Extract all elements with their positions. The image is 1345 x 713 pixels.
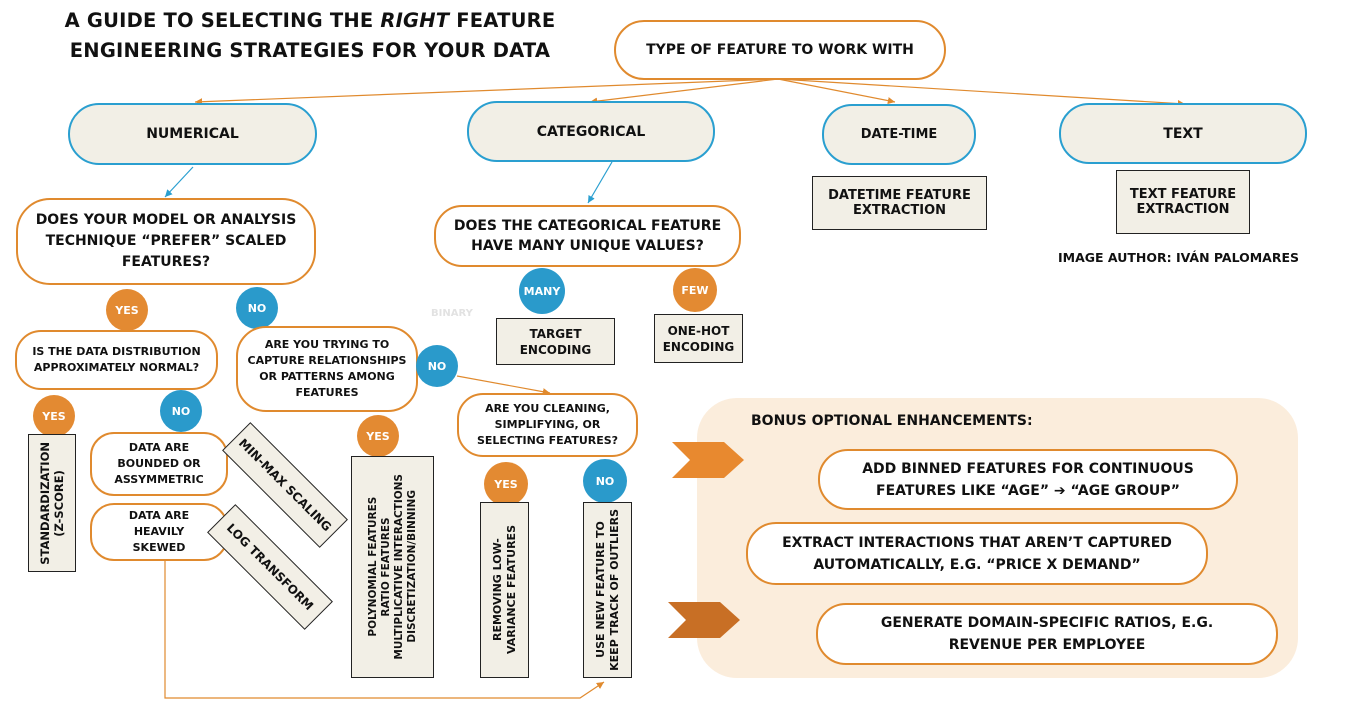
normal-yes-label: YES — [42, 409, 66, 423]
many-label: MANY — [523, 284, 561, 298]
edge-no-cleaning — [456, 375, 551, 396]
edge-skewed-outliers — [164, 560, 605, 699]
relationships-no-label: NO — [427, 359, 447, 373]
bonus-item-interactions: EXTRACT INTERACTIONS THAT AREN’T CAPTURE… — [746, 522, 1208, 585]
edge-root-text — [777, 78, 1186, 108]
outliers-label: USE NEW FEATURE TO KEEP TRACK OF OUTLIER… — [593, 509, 621, 671]
title-line1-end: FEATURE — [449, 9, 556, 32]
few-label: FEW — [681, 283, 709, 297]
binary-faint-text: BINARY — [431, 308, 473, 319]
bonus-heading-label: BONUS OPTIONAL ENHANCEMENTS: — [751, 413, 1033, 429]
node-text-label: TEXT — [1163, 125, 1203, 142]
node-datetime: DATE-TIME — [822, 104, 976, 165]
page-title: A GUIDE TO SELECTING THE RIGHT FEATURE E… — [40, 6, 580, 66]
normal-no-dot: NO — [160, 390, 202, 432]
bonus-arrow-top — [672, 442, 744, 478]
title-line1-start: A GUIDE TO SELECTING THE — [64, 9, 381, 32]
text-extraction-box: TEXT FEATURE EXTRACTION — [1116, 170, 1250, 234]
numerical-question: DOES YOUR MODEL OR ANALYSIS TECHNIQUE “P… — [16, 198, 316, 285]
numerical-question-label: DOES YOUR MODEL OR ANALYSIS TECHNIQUE “P… — [35, 212, 297, 270]
node-text: TEXT — [1059, 103, 1307, 164]
edge-categorical-question — [587, 161, 613, 204]
onehot-encoding-box: ONE-HOT ENCODING — [654, 314, 743, 363]
cleaning-no-label: NO — [595, 474, 615, 488]
image-author-label: IMAGE AUTHOR: IVÁN PALOMARES — [1058, 250, 1300, 265]
skewed-node: DATA ARE HEAVILY SKEWED — [90, 503, 228, 561]
normal-question: IS THE DATA DISTRIBUTION APPROXIMATELY N… — [15, 330, 218, 390]
title-emphasis: RIGHT — [380, 9, 450, 32]
binary-faint-label: BINARY — [431, 308, 473, 319]
bonus-item-ratios-label: GENERATE DOMAIN-SPECIFIC RATIOS, E.G. RE… — [880, 615, 1214, 653]
root-node: TYPE OF FEATURE TO WORK WITH — [614, 20, 946, 80]
relationships-question: ARE YOU TRYING TO CAPTURE RELATIONSHIPS … — [236, 326, 418, 412]
normal-no-label: NO — [171, 404, 191, 418]
node-numerical-label: NUMERICAL — [146, 126, 239, 142]
cleaning-no-dot: NO — [583, 459, 627, 503]
many-dot: MANY — [519, 268, 565, 314]
root-label: TYPE OF FEATURE TO WORK WITH — [646, 42, 914, 58]
categorical-question-label: DOES THE CATEGORICAL FEATURE HAVE MANY U… — [453, 218, 722, 254]
datetime-extraction-box: DATETIME FEATURE EXTRACTION — [812, 176, 987, 230]
cleaning-yes-dot: YES — [484, 462, 528, 506]
node-datetime-label: DATE-TIME — [860, 127, 938, 142]
bonus-item-ratios: GENERATE DOMAIN-SPECIFIC RATIOS, E.G. RE… — [816, 603, 1278, 665]
node-categorical-label: CATEGORICAL — [536, 123, 646, 140]
node-numerical: NUMERICAL — [68, 103, 317, 165]
bonus-item-binned: ADD BINNED FEATURES FOR CONTINUOUS FEATU… — [818, 449, 1238, 510]
normal-yes-dot: YES — [33, 395, 75, 437]
relationships-no-dot: NO — [416, 345, 458, 387]
relationships-yes-label: YES — [366, 429, 390, 443]
datetime-extraction-label: DATETIME FEATURE EXTRACTION — [828, 188, 971, 218]
cleaning-question-label: ARE YOU CLEANING, SIMPLIFYING, OR SELECT… — [476, 402, 619, 447]
categorical-question: DOES THE CATEGORICAL FEATURE HAVE MANY U… — [434, 205, 741, 267]
normal-question-label: IS THE DATA DISTRIBUTION APPROXIMATELY N… — [32, 345, 201, 374]
node-categorical: CATEGORICAL — [467, 101, 715, 162]
scaled-no-label: NO — [247, 301, 267, 315]
relationships-yes-dot: YES — [357, 415, 399, 457]
cleaning-yes-label: YES — [494, 477, 518, 491]
interactions-box: POLYNOMIAL FEATURES RATIO FEATURES MULTI… — [351, 456, 434, 678]
few-dot: FEW — [673, 268, 717, 312]
bonus-item-binned-label: ADD BINNED FEATURES FOR CONTINUOUS FEATU… — [862, 460, 1194, 499]
image-author: IMAGE AUTHOR: IVÁN PALOMARES — [1058, 250, 1299, 265]
bounded-node: DATA ARE BOUNDED OR ASSYMMETRIC — [90, 432, 228, 496]
low-variance-box: REMOVING LOW- VARIANCE FEATURES — [480, 502, 529, 678]
outliers-box: USE NEW FEATURE TO KEEP TRACK OF OUTLIER… — [583, 502, 632, 678]
bonus-heading: BONUS OPTIONAL ENHANCEMENTS: — [751, 413, 1033, 429]
relationships-question-label: ARE YOU TRYING TO CAPTURE RELATIONSHIPS … — [247, 338, 407, 399]
bonus-item-interactions-label: EXTRACT INTERACTIONS THAT AREN’T CAPTURE… — [782, 534, 1172, 573]
skewed-label: DATA ARE HEAVILY SKEWED — [128, 509, 190, 554]
bonus-arrow-bottom — [668, 602, 740, 638]
edge-root-numerical — [194, 78, 779, 106]
edge-root-categorical — [589, 78, 779, 105]
bounded-label: DATA ARE BOUNDED OR ASSYMMETRIC — [114, 441, 204, 486]
target-encoding-box: TARGET ENCODING — [496, 318, 615, 365]
scaled-yes-dot: YES — [106, 289, 148, 331]
scaled-yes-label: YES — [115, 303, 139, 317]
scaled-no-dot: NO — [236, 287, 278, 329]
text-extraction-label: TEXT FEATURE EXTRACTION — [1129, 187, 1237, 217]
low-variance-label: REMOVING LOW- VARIANCE FEATURES — [490, 525, 518, 655]
edge-root-datetime — [777, 78, 896, 105]
standardization-label: STANDARDIZATION (Z-SCORE) — [38, 441, 66, 565]
onehot-encoding-label: ONE-HOT ENCODING — [662, 323, 735, 354]
standardization-box: STANDARDIZATION (Z-SCORE) — [28, 434, 76, 572]
title-line2: ENGINEERING STRATEGIES FOR YOUR DATA — [69, 39, 551, 62]
edge-numerical-question — [164, 166, 194, 198]
target-encoding-label: TARGET ENCODING — [519, 326, 592, 357]
cleaning-question: ARE YOU CLEANING, SIMPLIFYING, OR SELECT… — [457, 393, 638, 457]
interactions-label: POLYNOMIAL FEATURES RATIO FEATURES MULTI… — [366, 474, 418, 660]
